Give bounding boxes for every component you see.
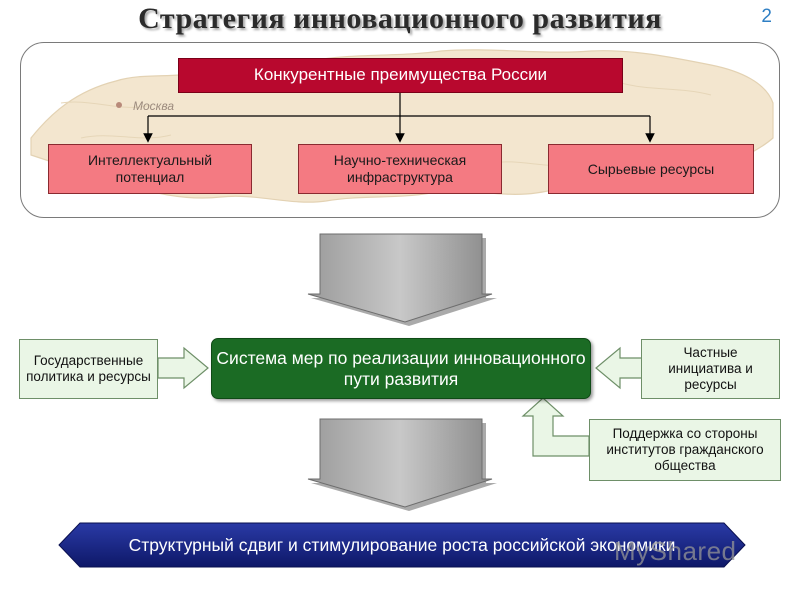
- advantage-intellectual: Интеллектуальный потенциал: [48, 144, 252, 194]
- watermark: MyShared: [614, 536, 737, 566]
- advantage-raw-resources: Сырьевые ресурсы: [548, 144, 754, 194]
- measures-system-box: Система мер по реализации инновационного…: [211, 338, 591, 399]
- support-input-arrow: [521, 397, 590, 457]
- result-banner-shape: [58, 522, 746, 568]
- down-arrow-lower: [307, 418, 497, 511]
- page-number: 2: [761, 6, 772, 27]
- advantage-infrastructure: Научно-техническая инфраструктура: [298, 144, 502, 194]
- page-title: Стратегия инновационного развития: [138, 2, 662, 35]
- result-banner: Структурный сдвиг и стимулирование роста…: [58, 522, 746, 568]
- result-banner-label: Структурный сдвиг и стимулирование роста…: [128, 534, 676, 555]
- left-input-arrow: [157, 346, 209, 390]
- state-policy-box: Государственные политика и ресурсы: [19, 339, 158, 399]
- down-arrow-upper: [307, 233, 497, 326]
- map-city-label: Москва: [133, 99, 174, 113]
- top-connectors: [143, 93, 655, 143]
- moscow-marker: [116, 102, 122, 108]
- private-initiative-box: Частные инициатива и ресурсы: [641, 339, 780, 399]
- competitive-advantages-box: Конкурентные преимущества России: [178, 58, 623, 93]
- civil-society-support-box: Поддержка со стороны институтов гражданс…: [589, 419, 781, 481]
